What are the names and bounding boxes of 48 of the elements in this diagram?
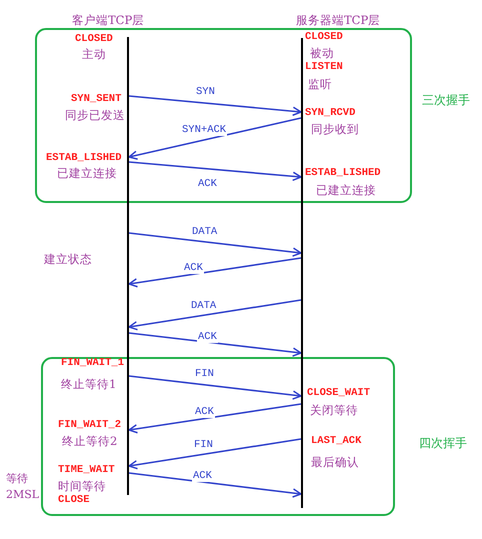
message-arrow bbox=[128, 403, 302, 434]
state-label: LISTEN bbox=[305, 61, 343, 74]
state-label: TIME_WAIT bbox=[58, 464, 115, 477]
state-description: 被动 bbox=[310, 46, 334, 60]
message-arrow bbox=[128, 299, 302, 330]
message-arrow bbox=[128, 332, 302, 357]
state-label: ESTAB_LISHED bbox=[305, 167, 381, 180]
state-label: FIN_WAIT_1 bbox=[61, 357, 124, 370]
message-arrow bbox=[128, 161, 302, 182]
message-arrow bbox=[128, 117, 302, 160]
state-description: 建立状态 bbox=[44, 252, 92, 266]
layer-heading: 服务器端TCP层 bbox=[296, 13, 380, 28]
state-description: 时间等待 bbox=[58, 479, 106, 493]
message-arrow bbox=[128, 472, 302, 498]
state-label: FIN_WAIT_2 bbox=[58, 419, 122, 432]
state-description: 已建立连接 bbox=[316, 183, 376, 197]
lifeline bbox=[301, 38, 303, 508]
layer-heading: 客户端TCP层 bbox=[72, 13, 144, 28]
state-description: 关闭等待 bbox=[310, 403, 358, 417]
state-description: 最后确认 bbox=[311, 455, 359, 469]
state-label: LAST_ACK bbox=[311, 435, 362, 448]
state-description: 同步收到 bbox=[311, 122, 359, 136]
message-arrow bbox=[128, 375, 302, 400]
state-description: 终止等待1 bbox=[61, 377, 116, 391]
lifeline bbox=[127, 37, 129, 495]
message-arrow bbox=[128, 438, 302, 470]
message-label: ACK bbox=[197, 331, 218, 343]
message-label: ACK bbox=[183, 262, 204, 274]
state-description: 主动 bbox=[82, 47, 106, 61]
state-description: 同步已发送 bbox=[65, 108, 125, 122]
message-arrow bbox=[128, 95, 302, 116]
state-description: 已建立连接 bbox=[57, 166, 117, 180]
message-label: SYN+ACK bbox=[181, 124, 228, 136]
message-label: ACK bbox=[194, 406, 215, 418]
state-description: 终止等待2 bbox=[62, 434, 118, 448]
phase-label: 三次握手 bbox=[422, 93, 470, 107]
state-label: CLOSED bbox=[75, 33, 113, 46]
phase-label: 四次挥手 bbox=[419, 436, 467, 450]
state-label: ESTAB_LISHED bbox=[46, 152, 122, 165]
state-label: CLOSE_WAIT bbox=[307, 387, 370, 400]
state-description: 监听 bbox=[308, 77, 332, 91]
state-label: CLOSE bbox=[58, 494, 90, 507]
state-label: SYN_RCVD bbox=[305, 107, 356, 120]
message-label: ACK bbox=[192, 470, 213, 482]
state-label: CLOSED bbox=[305, 31, 343, 44]
message-arrow bbox=[128, 232, 302, 257]
state-label: SYN_SENT bbox=[71, 93, 122, 106]
message-arrow bbox=[128, 257, 302, 288]
